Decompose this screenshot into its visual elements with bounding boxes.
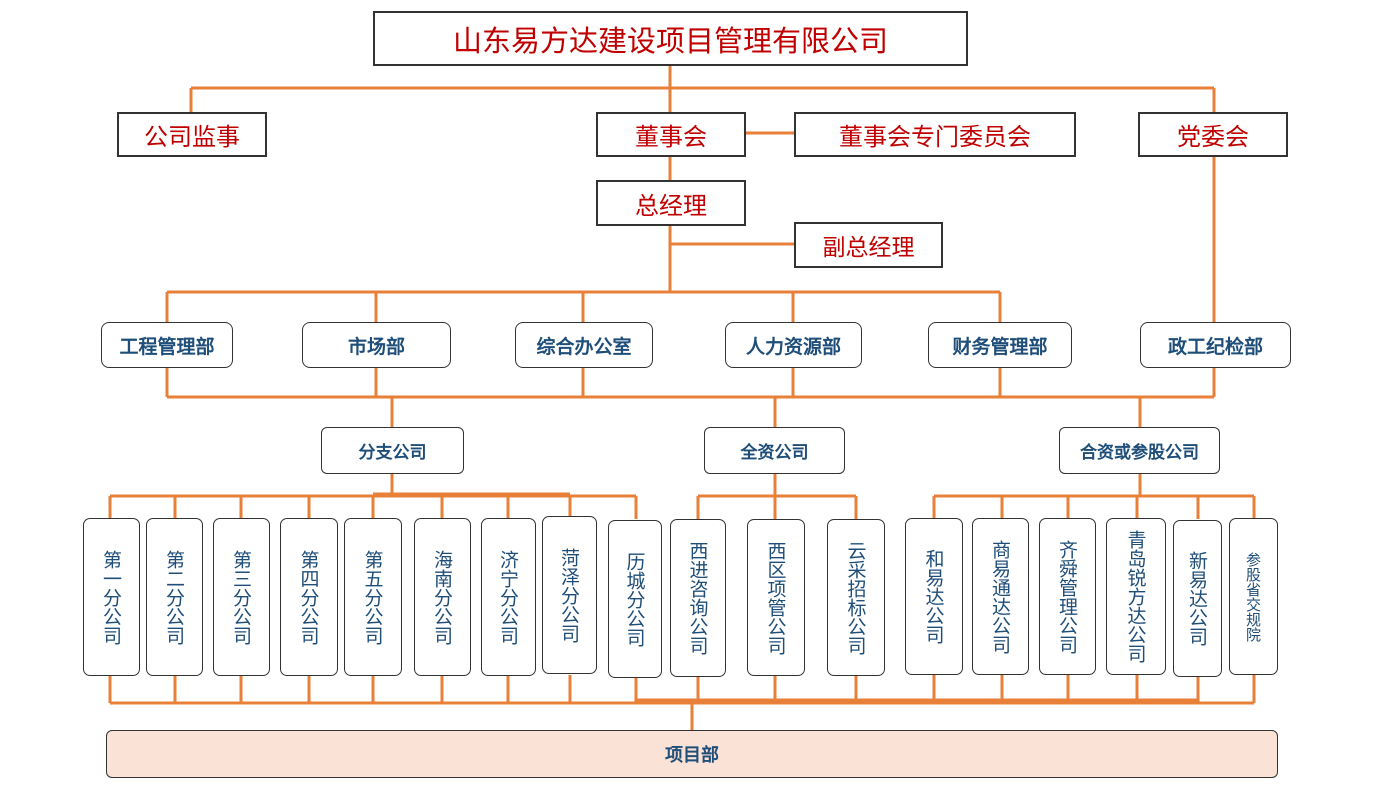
branch-1: 第一分公司 bbox=[83, 518, 140, 676]
project-dept: 项目部 bbox=[106, 730, 1278, 778]
dept-finance: 财务管理部 bbox=[928, 322, 1072, 368]
branch-heze: 菏泽分公司 bbox=[542, 516, 597, 674]
subsidiary-yuncai: 云采招标公司 bbox=[827, 519, 885, 676]
jv-shangyitongda: 商易通达公司 bbox=[972, 518, 1029, 675]
dept-hr: 人力资源部 bbox=[725, 322, 862, 368]
subsidiary-xiqu: 西区项管公司 bbox=[747, 519, 805, 676]
branch-2: 第二分公司 bbox=[146, 518, 203, 676]
branch-licheng: 历城分公司 bbox=[608, 520, 662, 678]
branch-5: 第五分公司 bbox=[344, 518, 402, 676]
dept-market: 市场部 bbox=[302, 322, 451, 368]
jv-heyida: 和易达公司 bbox=[905, 518, 963, 675]
deputy-gm-box: 副总经理 bbox=[794, 222, 943, 268]
jv-qingdao-ruifangda: 青岛锐方达公司 bbox=[1106, 518, 1166, 675]
jv-provincial-institute: 参股省交规院 bbox=[1229, 518, 1278, 675]
jv-xinyida: 新易达公司 bbox=[1173, 520, 1222, 677]
branch-4: 第四分公司 bbox=[280, 518, 338, 676]
general-manager-box: 总经理 bbox=[596, 180, 746, 226]
branch-jining: 济宁分公司 bbox=[481, 518, 536, 676]
board-box: 董事会 bbox=[596, 112, 746, 157]
company-title: 山东易方达建设项目管理有限公司 bbox=[373, 11, 968, 66]
jv-qishun: 齐舜管理公司 bbox=[1039, 518, 1096, 675]
dept-engineering: 工程管理部 bbox=[101, 322, 233, 368]
type-joint-venture: 合资或参股公司 bbox=[1059, 427, 1220, 474]
branch-hainan: 海南分公司 bbox=[414, 518, 471, 676]
subsidiary-xijin: 西进咨询公司 bbox=[670, 519, 726, 677]
board-committee-box: 董事会专门委员会 bbox=[794, 112, 1076, 157]
dept-office: 综合办公室 bbox=[515, 322, 653, 368]
type-branch: 分支公司 bbox=[321, 427, 464, 474]
branch-3: 第三分公司 bbox=[213, 518, 270, 676]
type-wholly-owned: 全资公司 bbox=[704, 427, 845, 474]
supervisor-box: 公司监事 bbox=[117, 112, 267, 157]
party-committee-box: 党委会 bbox=[1138, 112, 1288, 157]
dept-political: 政工纪检部 bbox=[1140, 322, 1291, 368]
